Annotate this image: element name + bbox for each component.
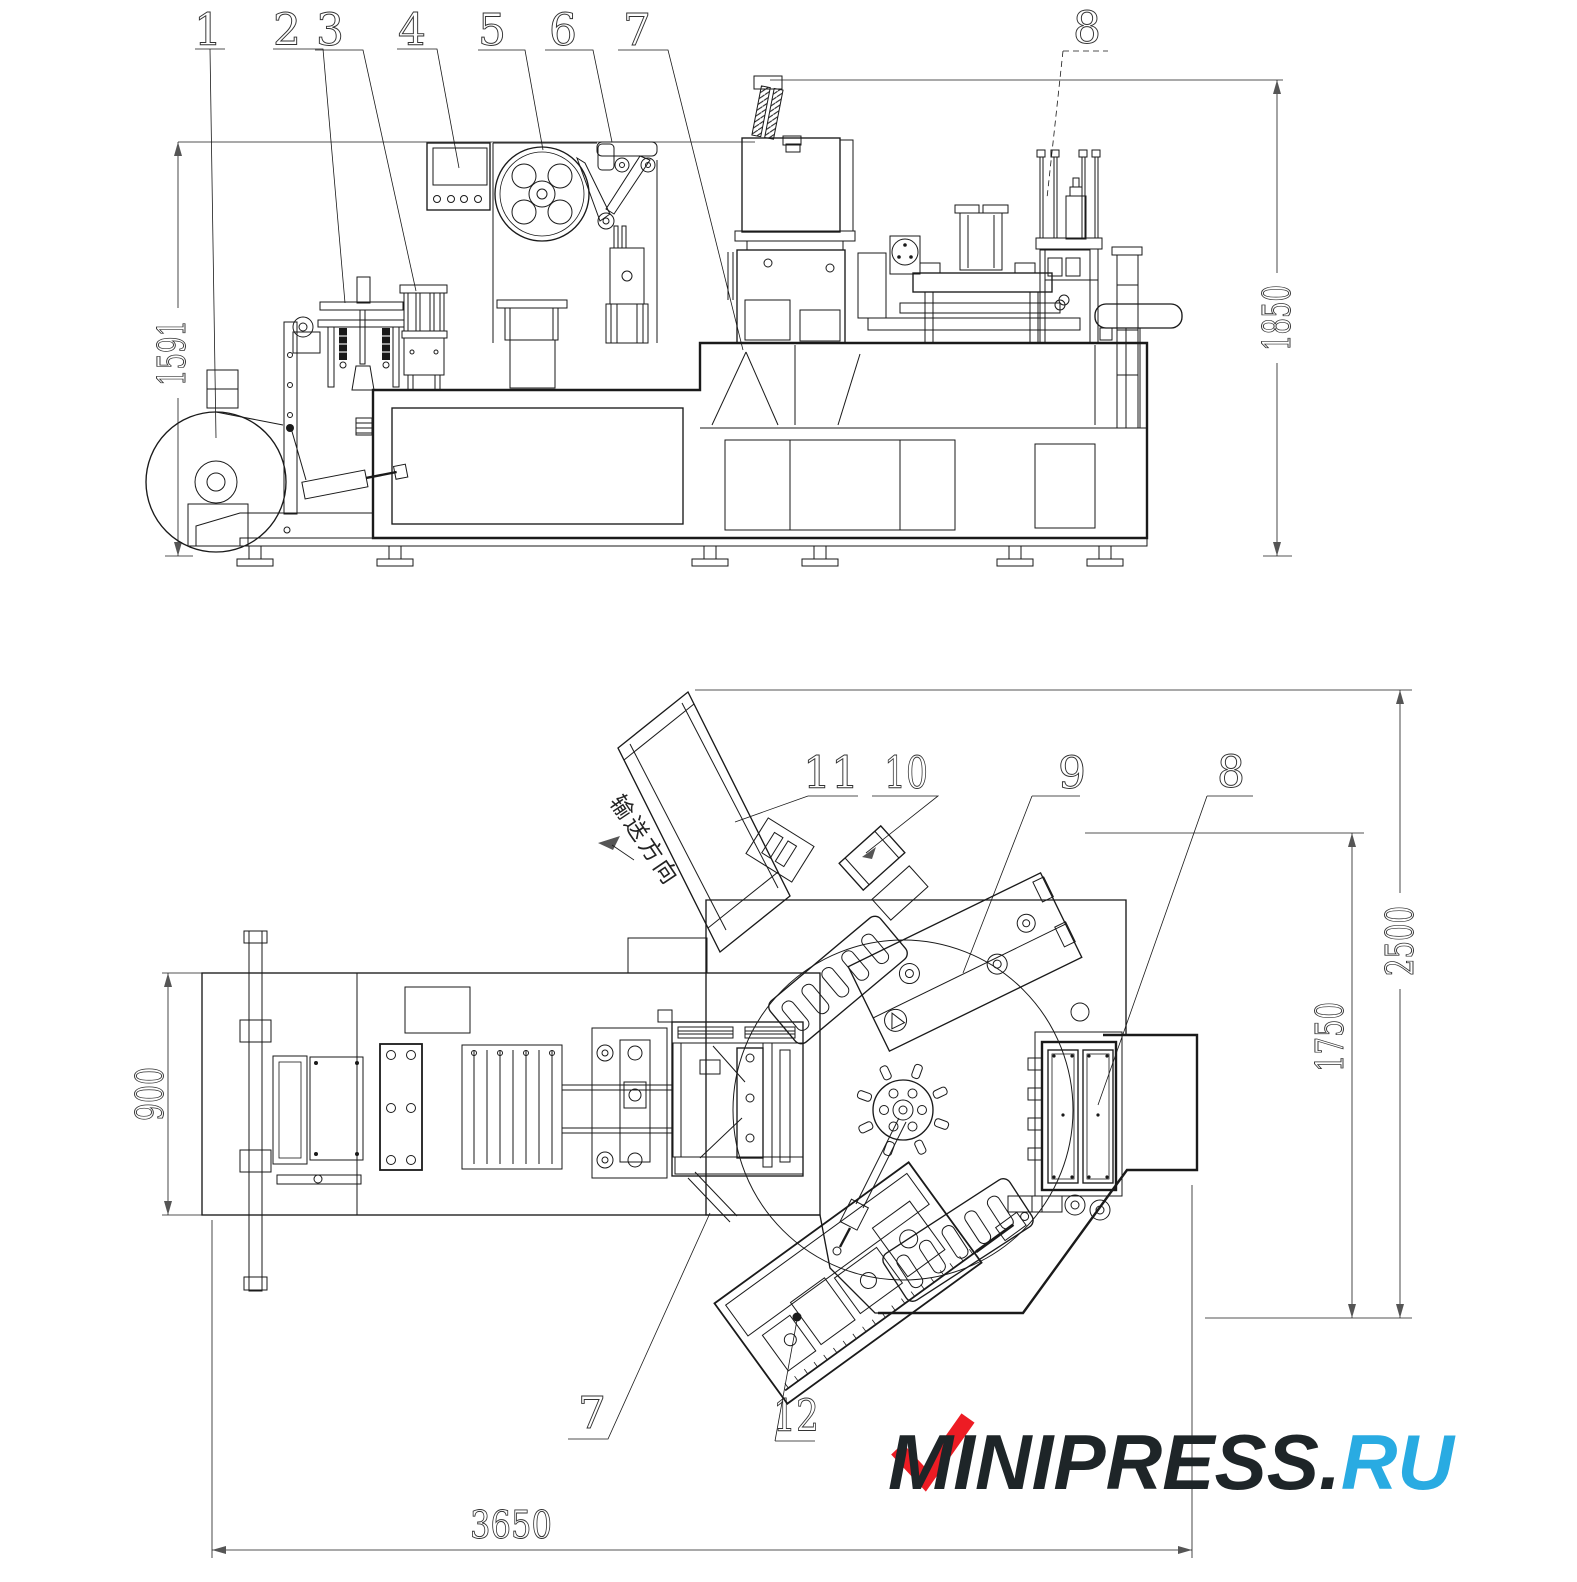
logo-text-main: MINIPRESS. [888,1418,1341,1506]
pin-station [1035,149,1103,344]
dim-label-1750: 1750 [1308,1002,1352,1072]
label-reel [494,146,590,242]
dim-label-900: 900 [128,1067,172,1121]
callout-8-side: 8 [1073,3,1101,54]
logo-check-icon [891,1413,975,1492]
dim-plan-right-outer: 2500 [695,689,1422,1319]
plan-view-callouts: 11 10 9 8 7 12 [578,747,1246,1443]
film-forming-press [317,276,405,391]
turntable-hub [856,1063,950,1157]
infeed-conveyor [617,690,929,954]
callout-8-plan: 8 [1217,747,1245,798]
callout-1: 1 [194,5,222,56]
transfer-chute [838,824,906,892]
hopper-station [727,75,856,344]
conveyor-direction: 输送方向 [598,791,684,891]
side-view-callouts: 1 2 3 4 5 6 7 8 [194,3,1102,57]
plan-view: 11 10 9 8 7 12 900 [128,689,1422,1558]
dim-plan-bottom: 3650 [211,1185,1193,1558]
callout-11: 11 [803,748,859,799]
callout-12: 12 [773,1391,819,1442]
station-9 [847,871,1083,1053]
callout-4: 4 [398,5,426,56]
dim-plan-right-inner: 1750 [1085,832,1364,1318]
film-roll-shaft [239,930,272,1292]
side-view-leader-lines [195,48,1108,439]
logo: MINIPRESS.RU [888,1413,1456,1506]
station-12 [713,1161,1030,1405]
side-view: 1 2 3 4 5 6 7 8 [145,3,1299,567]
plan-machine [201,930,821,1292]
dim-plan-left: 900 [128,972,205,1216]
dim-label-1591: 1591 [150,320,194,386]
callout-3: 3 [316,5,344,56]
guide-press [399,284,448,391]
leader-arrowhead [862,847,876,859]
panel-screen [432,147,488,186]
plan-view-leader-lines [568,795,1253,1442]
roller-bank [461,1044,563,1170]
control-panel [426,142,491,211]
logo-text: MINIPRESS.RU [888,1418,1456,1506]
dim-side-right: 1850 [770,79,1299,557]
tension-bracket [596,141,658,215]
dim-label-3650: 3650 [470,1503,552,1547]
callout-9: 9 [1058,748,1086,799]
dim-side-left: 1591 [150,141,755,557]
callout-6: 6 [549,5,577,56]
logo-text-suffix: RU [1341,1418,1456,1506]
dim-label-2500: 2500 [1378,906,1422,976]
callout-5: 5 [478,5,506,56]
index-drive-arm [832,1117,907,1256]
callout-7: 7 [623,5,651,56]
side-machine [145,75,1183,567]
dancer-arm [215,321,409,515]
callout-2: 2 [273,5,301,56]
sealing-station [857,204,1091,344]
punch-station-plan [671,1021,804,1177]
hub-tick-arcs [856,1063,950,1157]
dim-label-1850: 1850 [1255,285,1299,351]
callout-7-plan: 7 [578,1388,606,1439]
station-8-trays [1027,1031,1123,1216]
callout-10: 10 [884,748,928,799]
machine-feet [236,545,1124,567]
